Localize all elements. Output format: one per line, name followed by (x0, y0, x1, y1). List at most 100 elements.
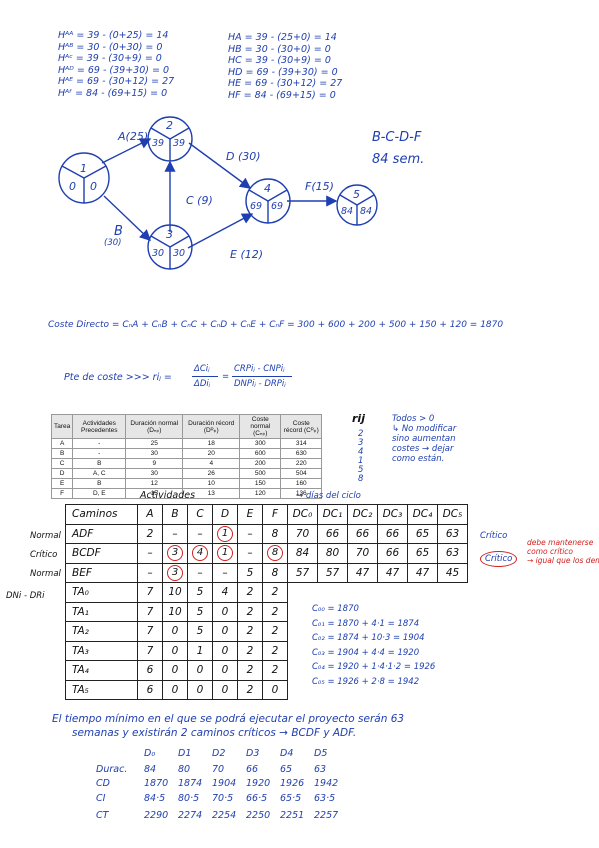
table-cell: – (187, 562, 213, 583)
critico-note-adf: Crítico (480, 531, 508, 541)
table-cell: 136 (280, 488, 323, 499)
table-cell: 30 (125, 448, 184, 459)
printed-table-header: Tarea Actividades Precedentes Duración n… (50, 414, 323, 439)
table-cell: 26 (182, 468, 241, 479)
table-cell: 8 (262, 543, 288, 564)
rij-value: 5 (358, 465, 364, 475)
table-cell: 0 (212, 640, 238, 661)
pendiente-num1: ΔCiⱼ (194, 364, 210, 374)
table-cell: 0 (212, 660, 238, 681)
table-cell: 0 (162, 621, 188, 642)
table-cell: – (137, 543, 163, 564)
summary-col: D₀ (144, 748, 156, 759)
project-duration: 84 sem. (372, 152, 425, 167)
arrow-e (187, 213, 254, 249)
ta-name: TA₃ (65, 640, 138, 661)
table-cell: 66 (317, 523, 348, 544)
cost-line: C₀₀ = 1870 (312, 604, 359, 614)
circled-value: 1 (217, 545, 233, 562)
header-cell: C (187, 504, 213, 525)
table-cell: 47 (377, 562, 408, 583)
header-cell: D (212, 504, 238, 525)
table-cell: 10 (162, 582, 188, 603)
actividades-label: Actividades (140, 490, 196, 501)
node-5-number: 5 (353, 188, 360, 201)
table-cell: 300 (239, 438, 282, 449)
caminos-header-row: Caminos A B C D E F DC₀ DC₁ DC₂ DC₃ DC₄ … (65, 504, 468, 525)
table-cell: 12 (125, 478, 184, 489)
summary-value: 80 (178, 763, 191, 775)
summary-value: 1870 (144, 778, 169, 789)
formula-line: HC = 39 - (30+9) = 0 (228, 55, 331, 66)
conclusion-line: El tiempo mínimo en el que se podrá ejec… (52, 713, 405, 725)
cost-line: C₀₂ = 1874 + 10·3 = 1904 (312, 633, 425, 643)
table-cell: 65 (407, 523, 438, 544)
header-cell: DC₀ (287, 504, 318, 525)
summary-col: D2 (212, 748, 226, 759)
path-name: ADF (65, 523, 138, 544)
path-row: BCDF – 3 4 1 – 8 84 80 70 66 65 63 (65, 543, 468, 564)
summary-value: 70·5 (212, 792, 234, 804)
table-cell: 1 (212, 523, 238, 544)
arrow-d (188, 142, 252, 189)
table-cell: 160 (280, 478, 323, 489)
summary-value: 1904 (212, 778, 237, 789)
formula-line: Hᴬᴬ = 39 - (0+25) = 14 (58, 30, 169, 41)
rij-values: 2 3 4 1 5 8 (358, 430, 363, 484)
table-cell: 57 (317, 562, 348, 583)
table-cell: B (72, 478, 127, 489)
row-label-normal: Normal (30, 569, 61, 579)
ta-name: TA₀ (65, 582, 138, 603)
node-2-late: 39 (173, 138, 186, 149)
header-cell: DC₅ (437, 504, 468, 525)
rij-value: 1 (358, 456, 364, 466)
header-cell: Tarea (50, 414, 74, 439)
pendiente-label: Pte de coste >>> riⱼ = (64, 372, 172, 383)
pendiente-den1: ΔDiⱼ (194, 379, 211, 389)
ta-side-label: DNi - DRi (6, 591, 45, 601)
table-cell: 10 (162, 601, 188, 622)
pendiente-num2: CRPiⱼ - CNPiⱼ (234, 364, 285, 374)
table-cell: 2 (262, 640, 288, 661)
summary-value: 2251 (280, 810, 305, 821)
node-4-number: 4 (264, 182, 271, 195)
cost-line: C₀₄ = 1920 + 1·4·1·2 = 1926 (312, 662, 436, 672)
formula-line: Hᴬᶠ = 84 - (69+15) = 0 (58, 87, 168, 99)
critical-path-label: B-C-D-F (372, 130, 422, 145)
summary-value: 2257 (314, 810, 339, 821)
table-cell: 0 (187, 660, 213, 681)
note-line: sino aumentan (392, 434, 456, 444)
node-5-early: 84 (341, 206, 354, 217)
table-cell: 5 (187, 582, 213, 603)
summary-table: D₀ D1 D2 D3 D4 D5 Durac. 84 80 70 66 65 … (96, 748, 348, 822)
cost-line: C₀₃ = 1904 + 4·4 = 1920 (312, 647, 420, 658)
ta-name: TA₁ (65, 601, 138, 622)
summary-value: 65 (280, 763, 293, 775)
table-cell: 5 (187, 601, 213, 622)
ta-name: TA₂ (65, 621, 138, 642)
red-annotation: debe mantenerse como crítico → igual que… (527, 538, 599, 565)
summary-row: Durac. 84 80 70 66 65 63 (96, 764, 348, 776)
formula-line: Hᴬᶜ = 39 - (30+9) = 0 (58, 53, 162, 64)
table-cell: - (72, 448, 127, 459)
table-cell: F (50, 488, 74, 499)
header-cell: Duración normal (Dₙₚ) (125, 414, 184, 439)
summary-value: 66·5 (246, 792, 268, 804)
table-cell: C (50, 458, 74, 469)
coste-directo-formula: Coste Directo = CₙA + CₙB + CₙC + CₙD + … (48, 320, 504, 330)
node-1-early: 0 (69, 180, 76, 193)
summary-row-label: Durac. (96, 763, 128, 775)
table-cell: 2 (237, 601, 263, 622)
note-line: costes → dejar (392, 444, 454, 454)
activity-e-label: E (12) (230, 248, 264, 261)
table-cell: 18 (182, 438, 241, 449)
table-cell: – (137, 562, 163, 583)
row-label-critico: Crítico (30, 550, 58, 560)
header-cell: Coste normal (Cₙₚ) (239, 414, 282, 439)
table-cell: 150 (239, 478, 282, 489)
red-note-line: → igual que los demás (527, 556, 599, 565)
node-1-number: 1 (80, 162, 87, 175)
printed-task-table: Tarea Actividades Precedentes Duración n… (50, 414, 323, 499)
